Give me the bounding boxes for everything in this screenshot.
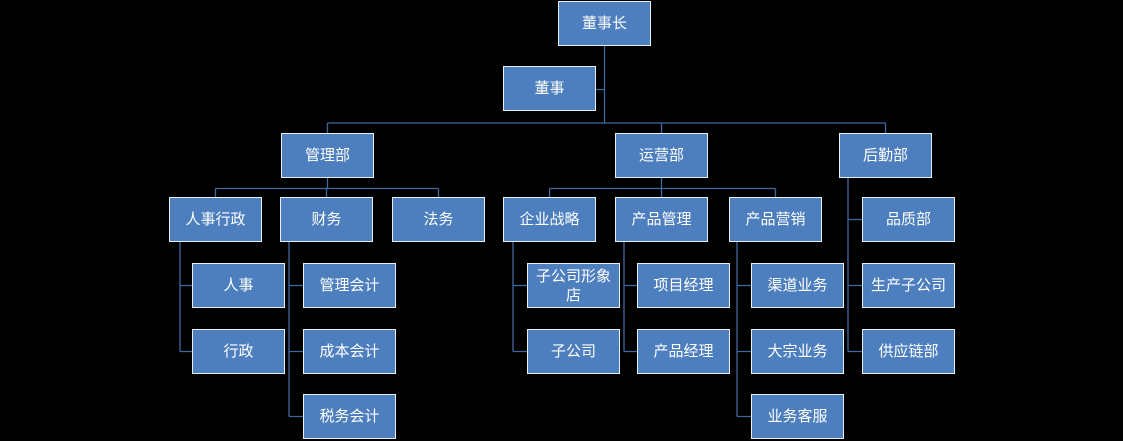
org-node-label: 项目经理 bbox=[653, 276, 714, 295]
org-node-label: 成本会计 bbox=[319, 342, 380, 361]
org-node-label: 生产子公司 bbox=[870, 276, 946, 295]
org-node-label: 财务 bbox=[311, 210, 342, 229]
org-node-hr[interactable]: 人事 bbox=[192, 263, 285, 308]
org-node-product-management[interactable]: 产品管理 bbox=[615, 197, 708, 242]
org-node-subsidiary[interactable]: 子公司 bbox=[527, 329, 620, 374]
org-node-corporate-strategy[interactable]: 企业战略 bbox=[503, 197, 596, 242]
org-node-logistics-dept[interactable]: 后勤部 bbox=[839, 133, 932, 178]
org-node-label: 业务客服 bbox=[767, 407, 828, 426]
org-node-label: 供应链部 bbox=[878, 342, 939, 361]
org-node-label: 产品营销 bbox=[745, 210, 806, 229]
org-node-product-marketing[interactable]: 产品营销 bbox=[729, 197, 822, 242]
org-node-label: 子公司 bbox=[550, 342, 596, 361]
org-node-management-dept[interactable]: 管理部 bbox=[281, 133, 374, 178]
org-node-subsidiary-image-store[interactable]: 子公司形象店 bbox=[527, 263, 620, 308]
org-node-label: 董事 bbox=[534, 79, 565, 98]
org-node-label: 行政 bbox=[223, 342, 254, 361]
org-node-label: 品质部 bbox=[885, 210, 931, 229]
org-node-hr-admin[interactable]: 人事行政 bbox=[169, 197, 262, 242]
org-node-tax-accounting[interactable]: 税务会计 bbox=[303, 394, 396, 439]
org-node-operations-dept[interactable]: 运营部 bbox=[615, 133, 708, 178]
org-node-supply-chain-dept[interactable]: 供应链部 bbox=[862, 329, 955, 374]
org-node-channel-business[interactable]: 渠道业务 bbox=[751, 263, 844, 308]
org-node-bulk-business[interactable]: 大宗业务 bbox=[751, 329, 844, 374]
org-node-label: 人事 bbox=[223, 276, 254, 295]
connector-lines bbox=[179, 46, 887, 418]
org-node-chairman[interactable]: 董事长 bbox=[558, 1, 651, 46]
org-node-label: 董事长 bbox=[581, 14, 627, 33]
org-node-label: 企业战略 bbox=[519, 210, 580, 229]
org-node-label: 人事行政 bbox=[185, 210, 246, 229]
org-node-business-customer-service[interactable]: 业务客服 bbox=[751, 394, 844, 439]
org-node-product-manager[interactable]: 产品经理 bbox=[637, 329, 730, 374]
org-node-label: 产品管理 bbox=[631, 210, 692, 229]
org-node-label: 法务 bbox=[423, 210, 454, 229]
org-node-legal[interactable]: 法务 bbox=[392, 197, 485, 242]
org-node-admin[interactable]: 行政 bbox=[192, 329, 285, 374]
org-node-label: 大宗业务 bbox=[767, 342, 828, 361]
org-node-label: 后勤部 bbox=[862, 146, 908, 165]
org-node-project-manager[interactable]: 项目经理 bbox=[637, 263, 730, 308]
org-node-label: 管理会计 bbox=[319, 276, 380, 295]
org-node-production-subsidiary[interactable]: 生产子公司 bbox=[862, 263, 955, 308]
org-node-director[interactable]: 董事 bbox=[503, 66, 596, 111]
org-node-quality-dept[interactable]: 品质部 bbox=[862, 197, 955, 242]
org-node-label: 渠道业务 bbox=[767, 276, 828, 295]
org-node-label: 税务会计 bbox=[319, 407, 380, 426]
org-node-label: 子公司形象店 bbox=[535, 266, 611, 304]
org-node-label: 管理部 bbox=[304, 146, 350, 165]
org-node-finance[interactable]: 财务 bbox=[280, 197, 373, 242]
org-node-label: 产品经理 bbox=[653, 342, 714, 361]
org-node-cost-accounting[interactable]: 成本会计 bbox=[303, 329, 396, 374]
org-node-label: 运营部 bbox=[638, 146, 684, 165]
org-node-management-accounting[interactable]: 管理会计 bbox=[303, 263, 396, 308]
